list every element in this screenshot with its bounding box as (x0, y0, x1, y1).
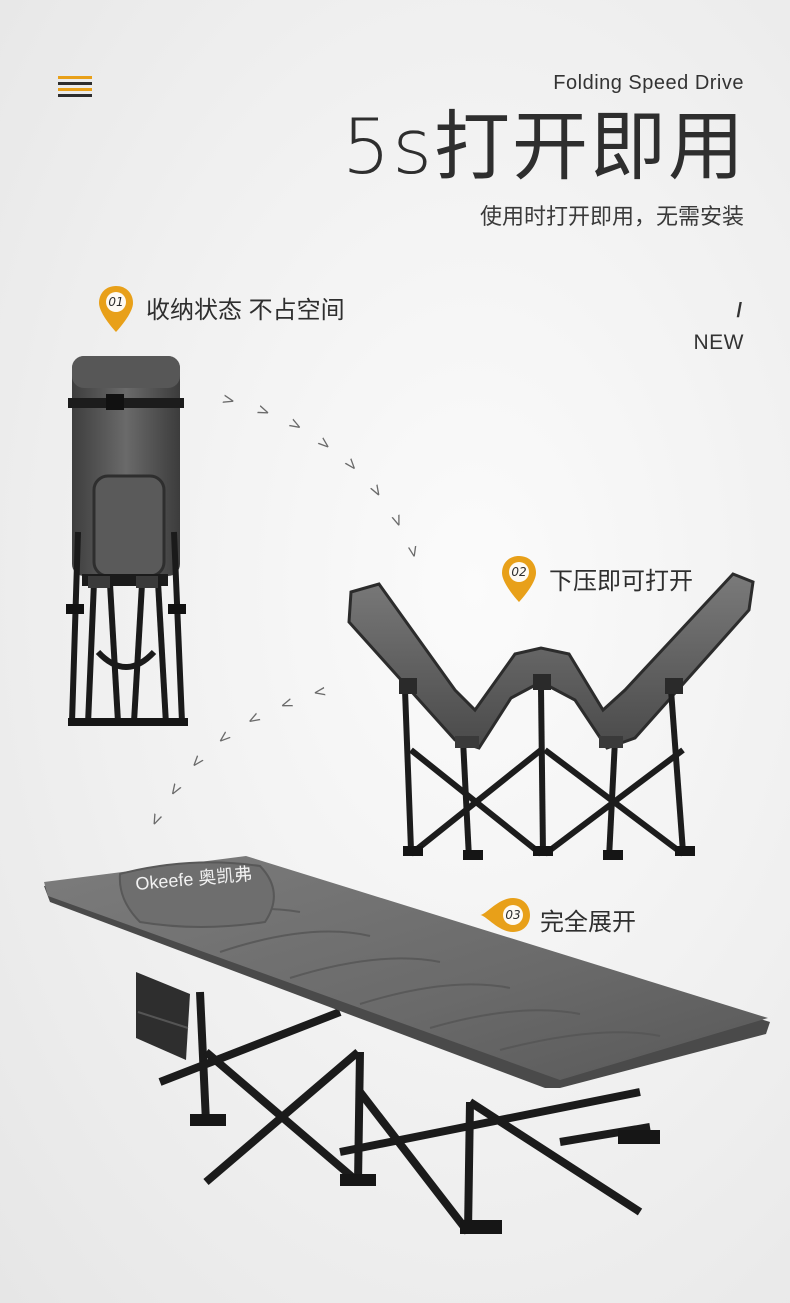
headline-text: 打开即用 (434, 105, 746, 190)
step-2-number: 02 (511, 565, 526, 579)
step-2-label: 下压即可打开 (549, 568, 693, 595)
open-bed-image: Okeefe 奥凯弗 (44, 856, 770, 1235)
new-label: NEW (693, 331, 744, 354)
chevron-icon: < (243, 706, 265, 731)
step-1-label: 收纳状态 不占空间 (146, 297, 345, 324)
description: 使用时打开即用，无需安装 (479, 204, 744, 229)
step-2-pin-icon: 02 (502, 556, 536, 602)
step-3-label: 完全展开 (540, 909, 636, 936)
chevron-icon: < (185, 750, 209, 773)
chevron-icon: > (340, 453, 364, 476)
chevron-icon: > (313, 431, 336, 456)
chevron-icon: < (212, 725, 235, 750)
headline-number: 5s (342, 102, 434, 191)
chevron-icon: < (277, 692, 297, 715)
step-3-pin-icon: 03 (480, 898, 530, 932)
menu-icon[interactable] (58, 76, 92, 98)
step-1-number: 01 (108, 295, 123, 309)
chevron-icon: < (311, 680, 328, 703)
half-open-bed-image (347, 572, 755, 860)
folded-bed-image (66, 356, 188, 726)
slash-mark: / (736, 300, 742, 322)
step-1-pin-icon: 01 (99, 286, 133, 332)
subtitle-english: Folding Speed Drive (553, 72, 744, 94)
chevron-icon: > (219, 388, 238, 411)
chevron-icon: < (144, 809, 168, 830)
chevron-icon: > (403, 542, 425, 561)
chevron-icon: > (285, 412, 307, 437)
page-title: 5s打开即用 (342, 104, 746, 191)
step-3-number: 03 (505, 908, 520, 922)
chevron-icon: < (163, 778, 187, 801)
chevron-icon: > (386, 510, 409, 531)
chevron-icon: > (253, 399, 274, 422)
chevron-icon: > (365, 479, 389, 502)
